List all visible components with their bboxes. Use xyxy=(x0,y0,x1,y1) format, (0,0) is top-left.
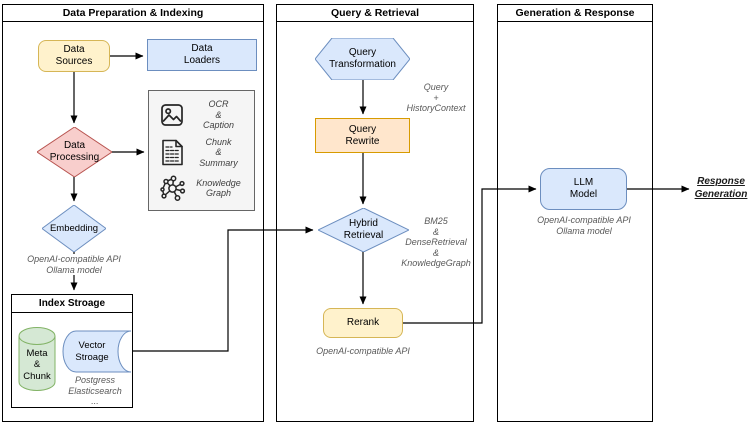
process-item-label: Knowledge Graph xyxy=(196,177,241,199)
node-vector-storage: Vector Stroage xyxy=(62,330,132,373)
process-item-ocr: OCR & Caption xyxy=(155,99,248,130)
node-data-sources: Data Sources xyxy=(38,40,110,72)
annotation-embedding-api: OpenAI-compatible API Ollama model xyxy=(18,254,130,276)
annotation-query-context: Query + HistoryContext xyxy=(406,82,466,114)
node-label: Meta & Chunk xyxy=(23,347,51,382)
node-llm-model: LLM Model xyxy=(540,168,627,210)
node-embedding: Embedding xyxy=(42,205,106,252)
index-storage-title: Index Stroage xyxy=(12,295,132,313)
diamond-shape xyxy=(42,205,106,252)
node-rerank: Rerank xyxy=(323,308,403,338)
node-label: Vector Stroage xyxy=(75,340,109,363)
process-item-chunk: Chunk & Summary xyxy=(155,137,248,168)
node-label: Embedding xyxy=(49,222,99,234)
image-icon xyxy=(155,103,189,127)
annotation-rerank-api: OpenAI-compatible API xyxy=(316,346,410,356)
process-item-label: Chunk & Summary xyxy=(199,136,238,168)
node-label: Hybrid Retrieval xyxy=(343,218,384,241)
diamond-shape xyxy=(37,127,112,177)
knowledge-graph-icon xyxy=(155,175,189,202)
response-generation-label: Response Generation xyxy=(694,176,748,200)
processing-steps-box: OCR & Caption Chunk & Summary xyxy=(148,90,255,211)
annotation-retrieval-methods: BM25 & DenseRetrieval & KnowledgeGraph xyxy=(401,216,471,269)
annotation-llm-api: OpenAI-compatible API Ollama model xyxy=(537,215,631,236)
node-meta-chunk: Meta & Chunk xyxy=(18,326,56,392)
diamond-shape xyxy=(318,208,409,252)
section-generation-response: Generation & Response xyxy=(497,4,653,422)
node-data-processing: Data Processing xyxy=(37,127,112,177)
process-item-label: OCR & Caption xyxy=(202,99,235,130)
node-data-loaders: Data Loaders xyxy=(147,39,257,71)
document-icon xyxy=(155,139,189,166)
node-label: Data Processing xyxy=(49,140,100,163)
node-hybrid-retrieval: Hybrid Retrieval xyxy=(318,208,409,252)
stored-data-shape xyxy=(62,330,132,373)
hexagon-shape xyxy=(315,38,410,80)
node-query-transformation: Query Transformation xyxy=(315,38,410,80)
section-title: Query & Retrieval xyxy=(277,5,473,22)
node-label: Query Transformation xyxy=(329,47,396,70)
section-title: Generation & Response xyxy=(498,5,652,22)
section-title: Data Preparation & Indexing xyxy=(3,5,263,22)
annotation-storage-engines: Postgress Elasticsearch ... xyxy=(68,375,122,407)
cylinder-shape xyxy=(18,327,56,391)
process-item-knowledge-graph: Knowledge Graph xyxy=(155,175,248,202)
node-query-rewrite: Query Rewrite xyxy=(315,118,410,153)
